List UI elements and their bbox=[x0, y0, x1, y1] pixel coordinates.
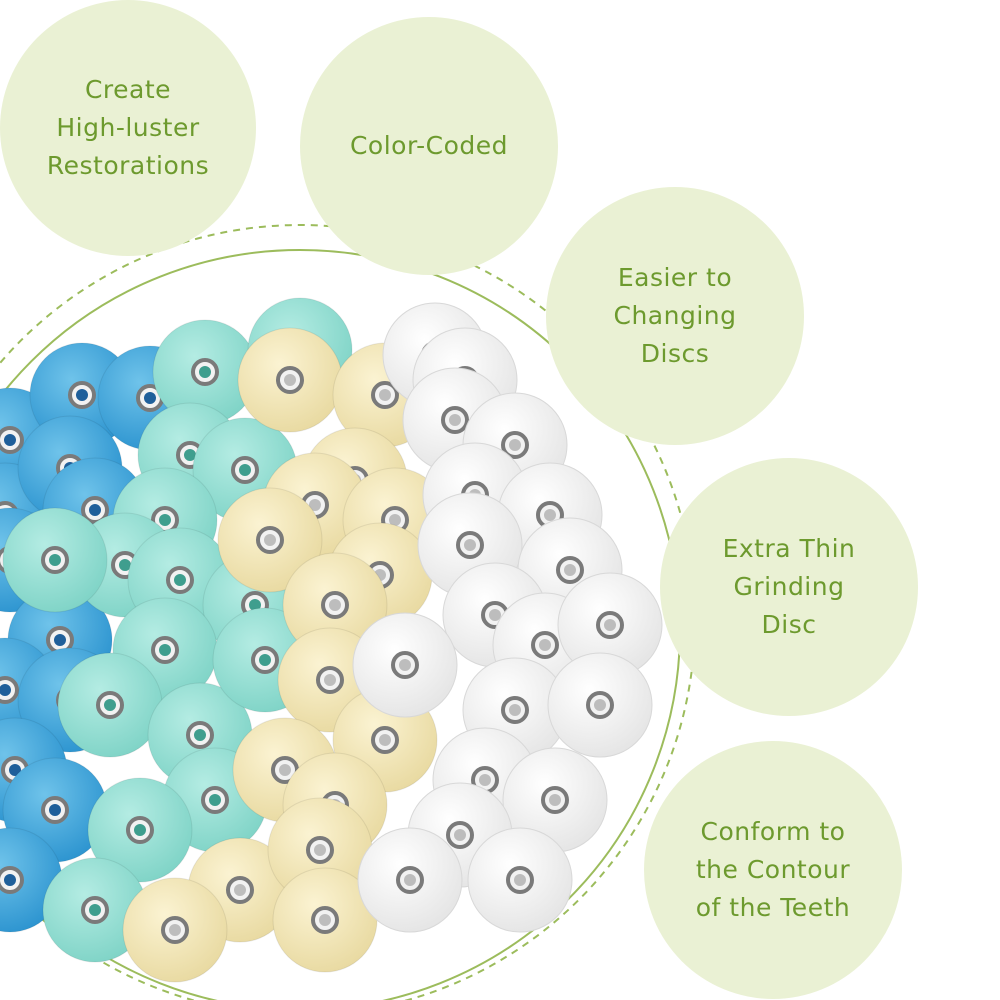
eyelet-hole bbox=[174, 574, 186, 586]
eyelet-hole bbox=[389, 514, 401, 526]
eyelet-hole bbox=[234, 884, 246, 896]
feature-text-easy-change: Easier to Changing Discs bbox=[613, 263, 737, 368]
eyelet-hole bbox=[104, 699, 116, 711]
feature-text-extra-thin: Extra Thin Grinding Disc bbox=[722, 534, 856, 639]
eyelet-hole bbox=[144, 392, 156, 404]
feature-bubble-extra-thin: Extra Thin Grinding Disc bbox=[660, 458, 918, 716]
feature-text-color-coded: Color-Coded bbox=[349, 131, 509, 160]
feature-bubble-conform: Conform to the Contour of the Teeth bbox=[644, 741, 902, 999]
eyelet-hole bbox=[279, 764, 291, 776]
eyelet-hole bbox=[89, 904, 101, 916]
eyelet-hole bbox=[329, 599, 341, 611]
eyelet-hole bbox=[379, 389, 391, 401]
eyelet-hole bbox=[184, 449, 196, 461]
eyelet-hole bbox=[284, 374, 296, 386]
feature-text-conform: Conform to the Contour of the Teeth bbox=[695, 817, 851, 922]
eyelet-hole bbox=[539, 639, 551, 651]
eyelet-hole bbox=[464, 539, 476, 551]
eyelet-hole bbox=[379, 734, 391, 746]
eyelet-hole bbox=[0, 684, 11, 696]
eyelet-hole bbox=[319, 914, 331, 926]
eyelet-hole bbox=[479, 774, 491, 786]
eyelet-hole bbox=[119, 559, 131, 571]
eyelet-hole bbox=[199, 366, 211, 378]
eyelet-hole bbox=[509, 704, 521, 716]
eyelet-hole bbox=[249, 599, 261, 611]
eyelet-hole bbox=[259, 654, 271, 666]
eyelet-hole bbox=[264, 534, 276, 546]
eyelet-hole bbox=[544, 509, 556, 521]
eyelet-hole bbox=[9, 764, 21, 776]
eyelet-hole bbox=[509, 439, 521, 451]
eyelet-hole bbox=[399, 659, 411, 671]
eyelet-hole bbox=[4, 874, 16, 886]
eyelet-hole bbox=[514, 874, 526, 886]
eyelet-hole bbox=[169, 924, 181, 936]
eyelet-hole bbox=[454, 829, 466, 841]
polishing-discs bbox=[0, 297, 663, 983]
eyelet-hole bbox=[159, 644, 171, 656]
eyelet-hole bbox=[76, 389, 88, 401]
eyelet-hole bbox=[604, 619, 616, 631]
eyelet-hole bbox=[489, 609, 501, 621]
eyelet-hole bbox=[54, 634, 66, 646]
eyelet-hole bbox=[4, 434, 16, 446]
eyelet-hole bbox=[594, 699, 606, 711]
eyelet-hole bbox=[134, 824, 146, 836]
eyelet-hole bbox=[564, 564, 576, 576]
eyelet-hole bbox=[324, 674, 336, 686]
eyelet-hole bbox=[209, 794, 221, 806]
feature-bubble-color-coded: Color-Coded bbox=[300, 17, 558, 275]
eyelet-hole bbox=[449, 414, 461, 426]
eyelet-hole bbox=[49, 804, 61, 816]
feature-bubble-high-luster: Create High-luster Restorations bbox=[0, 0, 256, 256]
eyelet-hole bbox=[194, 729, 206, 741]
eyelet-hole bbox=[239, 464, 251, 476]
eyelet-hole bbox=[49, 554, 61, 566]
eyelet-hole bbox=[309, 499, 321, 511]
eyelet-hole bbox=[159, 514, 171, 526]
eyelet-hole bbox=[549, 794, 561, 806]
eyelet-hole bbox=[404, 874, 416, 886]
feature-bubble-easy-change: Easier to Changing Discs bbox=[546, 187, 804, 445]
eyelet-hole bbox=[314, 844, 326, 856]
eyelet-hole bbox=[89, 504, 101, 516]
feature-text-high-luster: Create High-luster Restorations bbox=[46, 75, 210, 180]
